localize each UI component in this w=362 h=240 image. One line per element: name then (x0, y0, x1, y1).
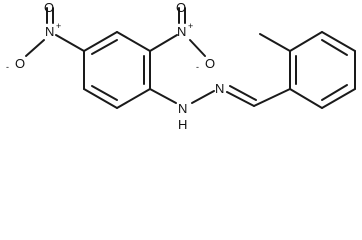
nitro-n-para-charge: + (56, 21, 61, 31)
dinitrophenyl-ring (83, 31, 151, 109)
molecule-drawing: N + O O - N + O O - N H N (6, 0, 356, 132)
nitro-group-para: N + O O - (6, 0, 85, 72)
structure-svg: N + O O - N + O O - N H N (6, 0, 356, 132)
nitro-group-ortho: N + O O - (149, 0, 215, 72)
methyl-group (259, 33, 291, 52)
hydrazone-linker: N H N (149, 81, 291, 132)
nitro-o-ortho-minus: O (205, 56, 215, 71)
tolyl-ring (289, 31, 356, 109)
hydrazone-nh-atom: N (178, 101, 187, 116)
nitro-o-para-charge: - (6, 62, 9, 72)
nitro-o-ortho-charge: - (196, 62, 199, 72)
nitro-n-para: N (45, 24, 54, 39)
hydrazone-h-atom: H (178, 117, 187, 132)
nitro-o-ortho-double: O (176, 0, 186, 15)
nitro-o-para-minus: O (15, 56, 25, 71)
nitro-n-ortho: N (177, 24, 186, 39)
nitro-o-para-double: O (44, 0, 54, 15)
hydrazone-n-atom: N (215, 81, 224, 96)
nitro-n-ortho-charge: + (188, 21, 193, 31)
